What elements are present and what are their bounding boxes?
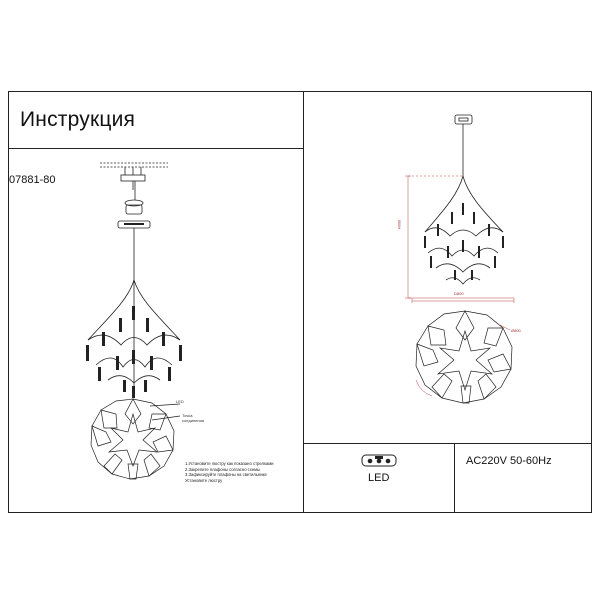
note-line: Установите люстру [185, 477, 223, 483]
led-module-icon [361, 454, 397, 467]
spec-cell-divider [454, 443, 455, 513]
mounting-assembly [100, 162, 168, 280]
power-spec: AC220V 50-60Hz [466, 455, 552, 467]
model-number: 07881-80 [9, 174, 56, 186]
width-dimension: D800 [454, 291, 464, 296]
assembly-notes: 1.Установите люстру как показано стрелка… [185, 461, 305, 483]
diameter-dimension: Ø800 [511, 328, 521, 333]
led-label: LED [368, 472, 390, 484]
spec-divider [303, 443, 592, 444]
page-title: Инструкция [20, 108, 136, 131]
point-annotation-2: соединения [182, 418, 205, 423]
center-divider [303, 91, 304, 513]
led-annotation: LED [176, 399, 184, 404]
note-line: 2.Закрепите плафоны согласно схемы [185, 466, 261, 472]
instruction-frame [8, 91, 592, 513]
point-annotation: Точка [182, 413, 193, 418]
chandelier-top-view-left [90, 398, 181, 480]
chandelier-dimension-view [405, 114, 515, 303]
chandelier-top-view-right [415, 310, 513, 404]
chandelier-side-view [86, 279, 182, 398]
title-divider [8, 148, 304, 149]
note-line: 1.Установите люстру как показано стрелка… [185, 461, 274, 466]
note-line: 3.Зафиксируйте плафоны на светильнике [185, 472, 267, 478]
